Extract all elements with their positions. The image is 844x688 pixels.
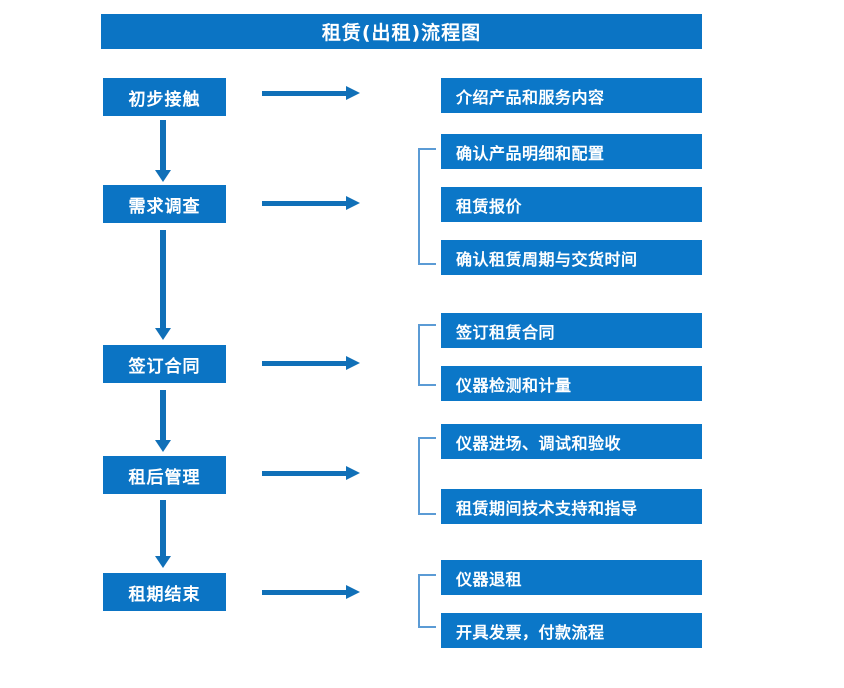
arrow-down-icon-3 bbox=[155, 390, 171, 452]
stage-box-sign-contract[interactable]: 签订合同 bbox=[103, 345, 226, 383]
stage-box-post-rental-management[interactable]: 租后管理 bbox=[103, 456, 226, 494]
arrow-down-icon-1 bbox=[155, 120, 171, 182]
detail-box-rental-quotation[interactable]: 租赁报价 bbox=[441, 187, 702, 222]
detail-box-confirm-period-delivery[interactable]: 确认租赁周期与交货时间 bbox=[441, 240, 702, 275]
arrow-shaft bbox=[160, 390, 166, 442]
arrow-shaft bbox=[262, 590, 347, 595]
arrow-down-icon-2 bbox=[155, 230, 171, 340]
detail-box-instrument-return[interactable]: 仪器退租 bbox=[441, 560, 702, 595]
stage-box-initial-contact[interactable]: 初步接触 bbox=[103, 78, 226, 116]
detail-box-invoice-payment[interactable]: 开具发票，付款流程 bbox=[441, 613, 702, 648]
detail-box-introduce-products[interactable]: 介绍产品和服务内容 bbox=[441, 78, 702, 113]
page-title: 租赁(出租)流程图 bbox=[101, 14, 702, 49]
arrow-shaft bbox=[262, 91, 347, 96]
bracket-endlease-group bbox=[418, 574, 436, 628]
arrow-head bbox=[155, 170, 171, 182]
arrow-right-icon-2 bbox=[262, 196, 360, 210]
detail-box-instrument-inspection[interactable]: 仪器检测和计量 bbox=[441, 366, 702, 401]
arrow-head bbox=[346, 196, 360, 210]
detail-box-sign-rental-contract[interactable]: 签订租赁合同 bbox=[441, 313, 702, 348]
arrow-shaft bbox=[160, 500, 166, 558]
bracket-contract-group bbox=[418, 324, 436, 386]
arrow-right-icon-3 bbox=[262, 356, 360, 370]
detail-box-technical-support[interactable]: 租赁期间技术支持和指导 bbox=[441, 489, 702, 524]
arrow-shaft bbox=[262, 361, 347, 366]
arrow-head bbox=[155, 440, 171, 452]
arrow-head bbox=[346, 86, 360, 100]
arrow-head bbox=[346, 466, 360, 480]
bracket-management-group bbox=[418, 437, 436, 515]
stage-box-lease-end[interactable]: 租期结束 bbox=[103, 573, 226, 611]
arrow-right-icon-5 bbox=[262, 585, 360, 599]
arrow-head bbox=[346, 356, 360, 370]
arrow-down-icon-4 bbox=[155, 500, 171, 568]
stage-box-requirement-survey[interactable]: 需求调查 bbox=[103, 185, 226, 223]
arrow-shaft bbox=[262, 201, 347, 206]
arrow-head bbox=[346, 585, 360, 599]
arrow-head bbox=[155, 328, 171, 340]
arrow-right-icon-1 bbox=[262, 86, 360, 100]
arrow-shaft bbox=[262, 471, 347, 476]
bracket-requirements-group bbox=[418, 148, 436, 265]
detail-box-instrument-onsite-commissioning[interactable]: 仪器进场、调试和验收 bbox=[441, 424, 702, 459]
arrow-shaft bbox=[160, 230, 166, 330]
arrow-head bbox=[155, 556, 171, 568]
detail-box-confirm-product-details[interactable]: 确认产品明细和配置 bbox=[441, 134, 702, 169]
arrow-shaft bbox=[160, 120, 166, 172]
arrow-right-icon-4 bbox=[262, 466, 360, 480]
